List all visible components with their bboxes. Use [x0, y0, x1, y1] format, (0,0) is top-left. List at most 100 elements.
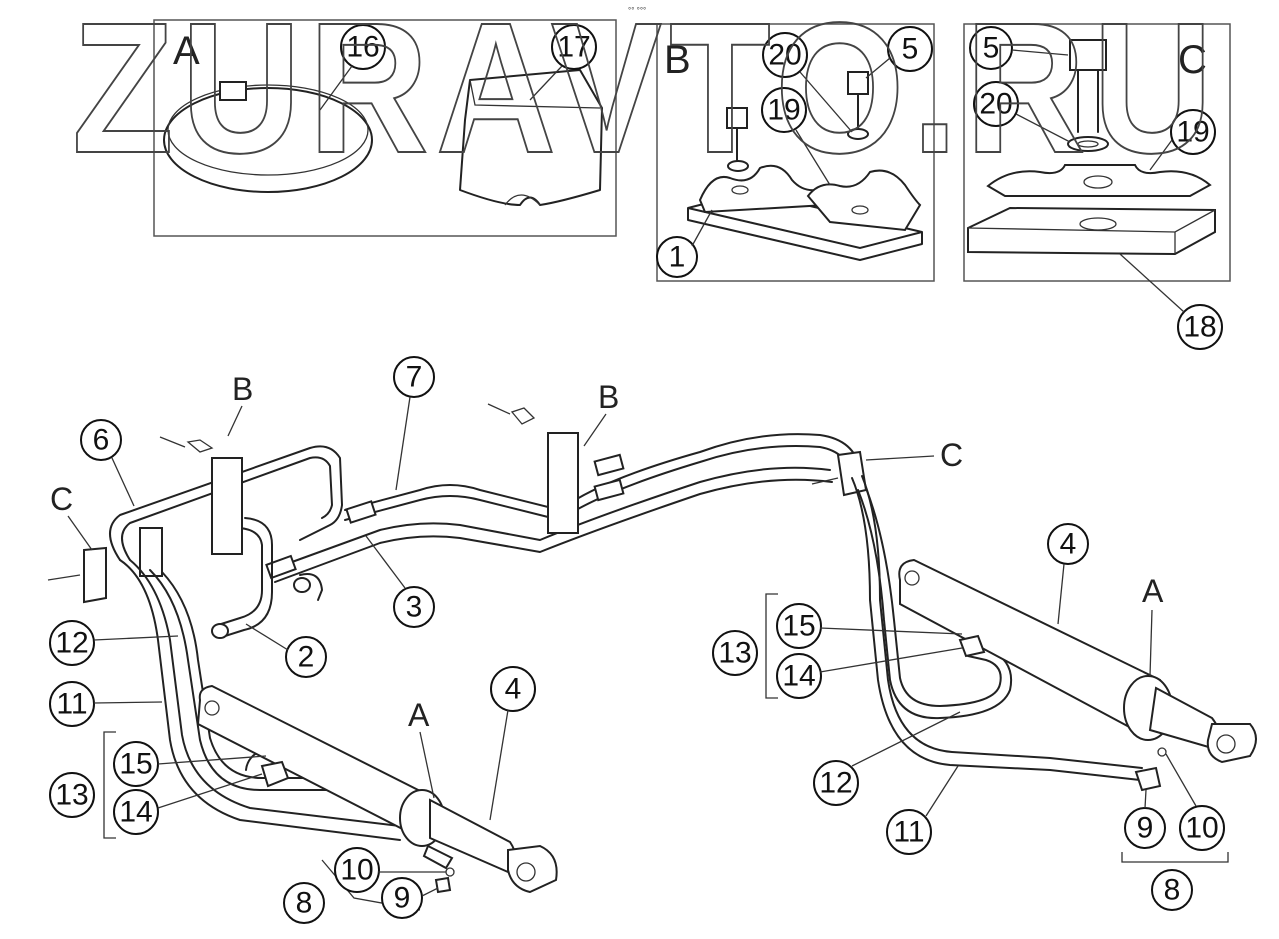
callout-2 — [285, 636, 327, 678]
svg-text:8: 8 — [1164, 874, 1181, 907]
bracket-13-left — [103, 731, 116, 839]
svg-text:15: 15 — [119, 748, 152, 781]
callout-12-left — [49, 620, 95, 666]
svg-text:6: 6 — [93, 424, 110, 457]
hose-12-right-b — [865, 487, 1002, 707]
svg-text:10: 10 — [1185, 812, 1218, 845]
bracket-b-left — [211, 457, 243, 555]
hose-11-left-b — [129, 559, 401, 827]
callout-6 — [80, 419, 122, 461]
svg-text:18: 18 — [1183, 311, 1216, 344]
bracket-13-right — [765, 593, 778, 699]
callout-9-left — [381, 877, 423, 919]
svg-text:7: 7 — [406, 361, 423, 394]
svg-text:9: 9 — [1137, 812, 1154, 845]
detail-b-letter: B — [664, 38, 691, 82]
tube-2-a — [217, 527, 263, 626]
svg-text:4: 4 — [1060, 528, 1077, 561]
clamp-saddle — [986, 164, 1212, 197]
svg-text:14: 14 — [782, 660, 815, 693]
tube-6-inner — [121, 456, 333, 561]
fitting — [593, 453, 625, 477]
band-clamp-buckle — [219, 81, 247, 101]
svg-text:11: 11 — [56, 688, 87, 721]
hose-7-lower — [344, 445, 853, 521]
washer-right — [847, 128, 869, 140]
hose-3-lower — [274, 478, 833, 583]
callout-13-left — [49, 772, 95, 818]
svg-text:10: 10 — [340, 854, 373, 887]
detail-view-c: C 5 20 19 18 — [963, 23, 1231, 350]
washer — [1067, 136, 1109, 152]
cylinder-right-eye — [1206, 723, 1257, 764]
callout-20 — [762, 32, 808, 78]
seal-10-left — [445, 867, 455, 877]
detail-c-frame — [963, 23, 1231, 282]
callout-8-right — [1151, 869, 1193, 911]
seal-10-right — [1157, 747, 1167, 757]
svg-text:2: 2 — [298, 641, 315, 674]
svg-text:5: 5 — [983, 32, 1000, 65]
svg-text:8: 8 — [296, 887, 313, 920]
fitting-9-left — [434, 876, 452, 894]
bracket-bolt-set — [159, 436, 214, 453]
main-callouts: 7 6 3 2 12 11 13 15 14 4 10 9 — [49, 356, 1229, 924]
svg-text:20: 20 — [768, 39, 801, 72]
top-mark: °° °°° — [628, 6, 646, 15]
bracket-b-right — [547, 432, 579, 534]
hose-7-upper — [344, 433, 861, 511]
svg-text:19: 19 — [1176, 116, 1209, 149]
letter-c-right: C — [940, 437, 963, 473]
callout-3 — [393, 586, 435, 628]
callout-10-right — [1179, 805, 1225, 851]
svg-text:17: 17 — [557, 31, 590, 64]
callout-20 — [973, 81, 1019, 127]
watermark: ZURAVTO.RU — [72, 0, 1220, 192]
svg-text:19: 19 — [767, 94, 800, 127]
bracket-c-upright — [139, 527, 163, 577]
letter-a-right: A — [1142, 573, 1164, 609]
detail-view-a: A 16 17 — [153, 19, 617, 237]
callout-13-right — [712, 630, 758, 676]
callout-10-left — [334, 847, 380, 893]
clamp-c-left — [83, 546, 107, 604]
svg-text:12: 12 — [55, 627, 88, 660]
letter-b-right: B — [598, 379, 619, 415]
svg-text:11: 11 — [893, 816, 924, 849]
callout-11-left — [49, 681, 95, 727]
hose-11-right-b — [861, 475, 1143, 769]
svg-text:15: 15 — [782, 610, 815, 643]
svg-text:3: 3 — [406, 591, 423, 624]
svg-text:1: 1 — [669, 241, 686, 274]
detail-a-letter: A — [173, 29, 200, 73]
callout-19 — [761, 87, 807, 133]
detail-c-letter: C — [1178, 38, 1207, 82]
svg-text:4: 4 — [505, 673, 522, 706]
fitting-14-right — [958, 634, 986, 658]
clamp-c-right — [836, 450, 868, 497]
svg-text:20: 20 — [979, 88, 1012, 121]
letter-c-left: C — [50, 481, 73, 517]
bracket-8-right — [1121, 852, 1229, 863]
fitting-9-right — [1134, 766, 1162, 792]
bracket-bolt-set — [487, 403, 536, 425]
hose-11-left — [119, 559, 401, 841]
callout-4-right — [1047, 523, 1089, 565]
detail-a-frame — [153, 19, 617, 237]
detail-view-b: B 20 5 19 1 — [656, 23, 935, 282]
hose-12-right — [857, 489, 1012, 720]
svg-text:13: 13 — [718, 637, 751, 670]
callout-7 — [393, 356, 435, 398]
callout-4-left — [490, 666, 536, 712]
tube-6-outer — [109, 445, 343, 561]
tube-2-b — [221, 517, 273, 638]
callout-14-right — [776, 653, 822, 699]
callout-16 — [340, 24, 386, 70]
hose-3-upper — [269, 466, 831, 571]
band-clamp-ring — [163, 87, 373, 193]
washer-left — [727, 160, 749, 172]
callout-18 — [1177, 304, 1223, 350]
svg-text:12: 12 — [819, 767, 852, 800]
hose-11-right — [851, 477, 1141, 781]
